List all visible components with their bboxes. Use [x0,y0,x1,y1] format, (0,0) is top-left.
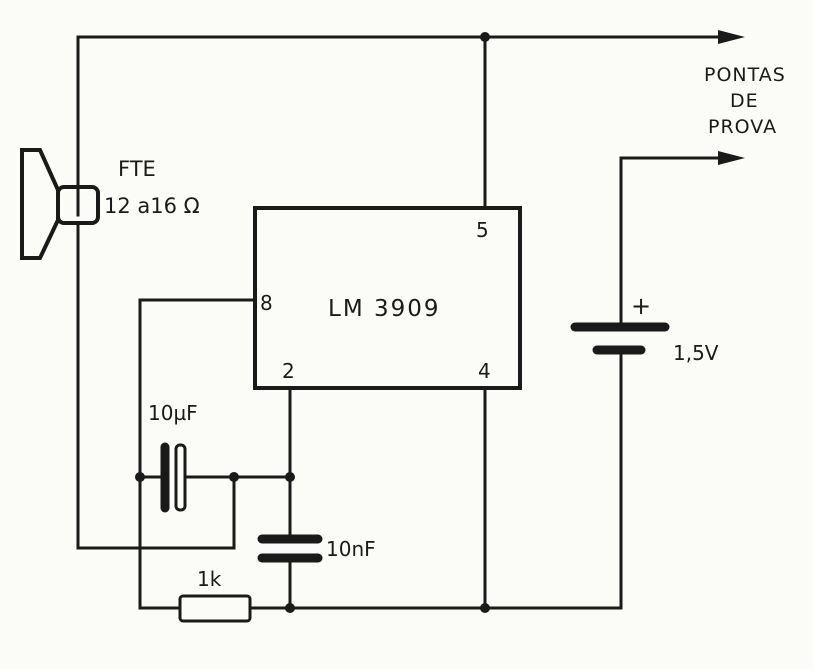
probe-arrow-top [718,30,745,44]
junction-top [480,32,490,42]
resistor-label: 1k [197,567,222,591]
battery-polarity: + [631,292,651,320]
wire-pin8 [138,298,257,610]
probe-label-line3: PROVA [708,116,777,138]
probe-label-line1: PONTAS [704,64,786,86]
cap-ceramic-label: 10nF [326,537,376,561]
speaker-icon [20,148,100,260]
speaker-impedance: 12 a16 Ω [104,194,200,218]
pin-8-label: 8 [260,291,273,315]
resistor [178,594,252,623]
probe-label-line2: DE [730,90,759,112]
battery-voltage: 1,5V [673,341,719,365]
junction-cap-mid [229,472,239,482]
ic-label: LM 3909 [328,296,441,322]
cap-electrolytic-label: 10µF [148,401,198,425]
speaker-label: FTE [118,157,156,181]
wire-top [76,35,732,217]
pin-4-label: 4 [478,359,491,383]
junction-cap-left [135,472,145,482]
wire-speaker-bottom [76,475,236,550]
pin-5-label: 5 [476,218,489,242]
ic-lm3909 [253,206,522,390]
junction-cap-right [285,472,295,482]
pin-2-label: 2 [282,359,295,383]
wire-probe-battery [619,156,732,327]
junction-bottom-pin2 [285,603,295,613]
probe-arrow-bottom [718,151,745,165]
